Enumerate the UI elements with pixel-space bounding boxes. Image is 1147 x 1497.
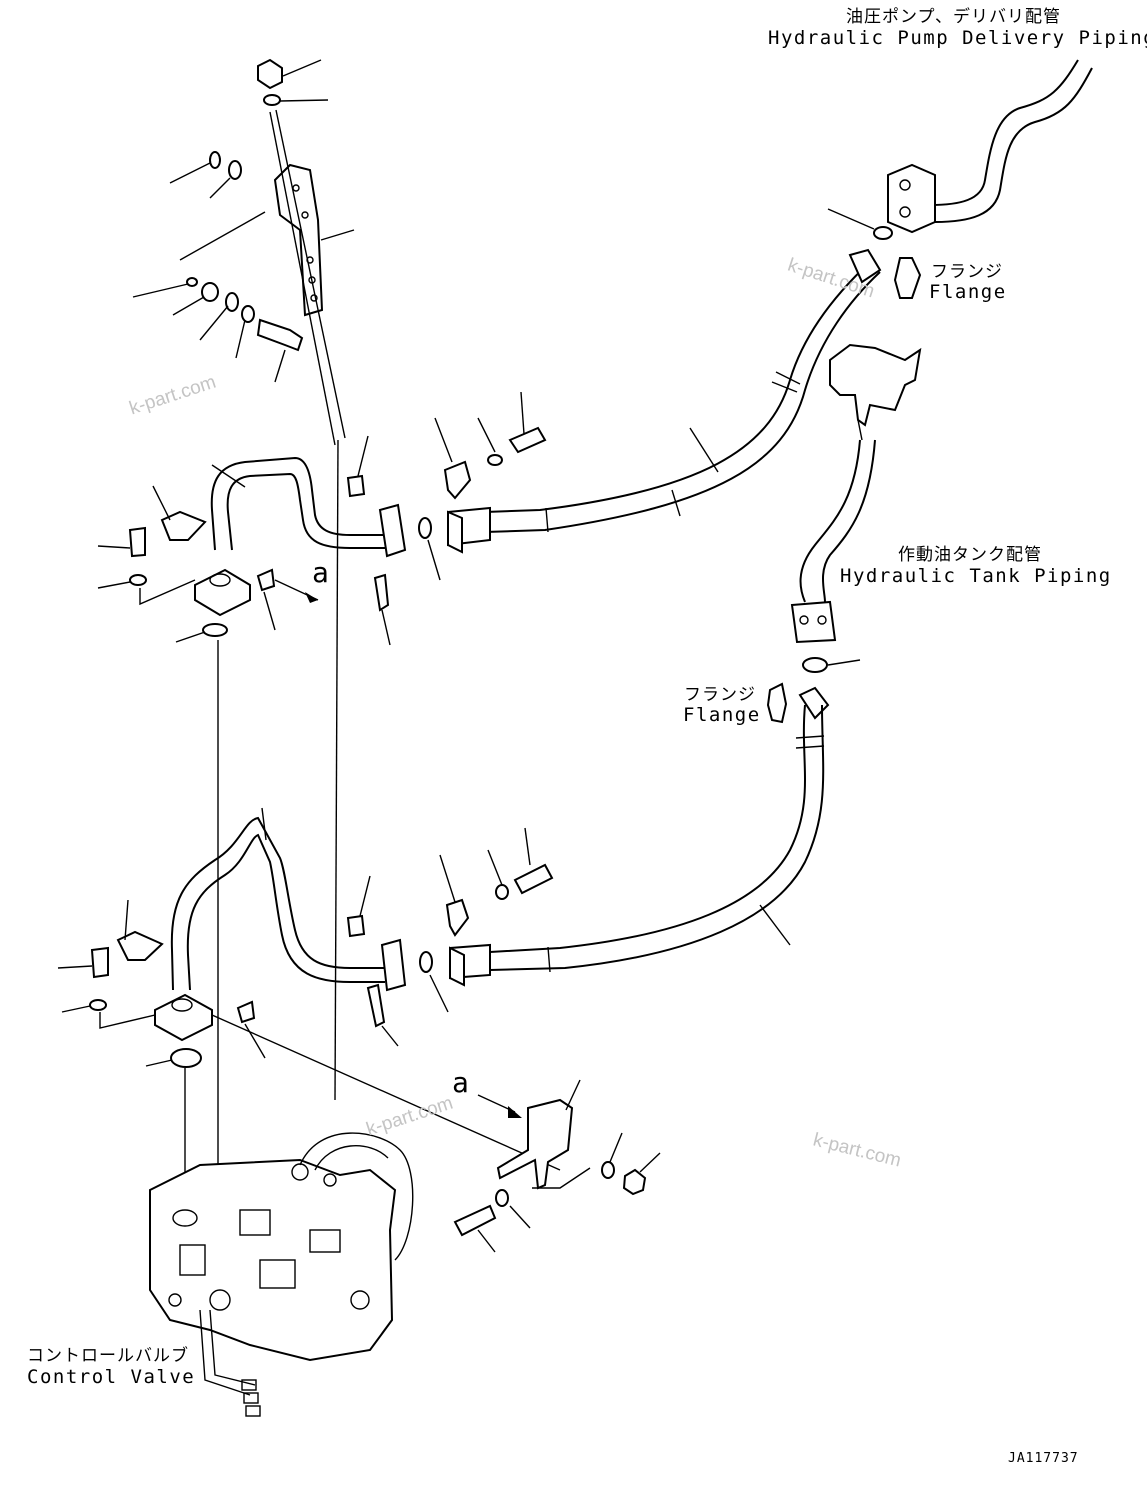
view-a-callout-upper: a	[312, 556, 329, 589]
flange-mid-label-jp: フランジ	[684, 685, 756, 705]
clip-lower	[236, 1000, 256, 1024]
bolt-lower-left	[90, 946, 109, 979]
lower-hose	[449, 686, 830, 987]
drawing-code: JA117737	[1008, 1451, 1079, 1466]
control-valve-label-jp: コントロールバルブ	[27, 1346, 189, 1366]
split-flange-mid	[766, 682, 788, 724]
u-bolt-upper	[160, 510, 207, 541]
clamp-strut-lower	[346, 914, 366, 938]
flange-top-label-en: Flange	[929, 281, 1007, 303]
clamp-lower	[445, 898, 470, 937]
washer-upper-hose	[487, 454, 503, 466]
washer-upper-left	[129, 574, 147, 586]
u-bolt-lower	[116, 930, 164, 961]
flange-mid-label-en: Flange	[683, 704, 761, 726]
tank-pipe-a	[799, 439, 861, 603]
bracket-top	[132, 58, 355, 446]
tank-piping-label-jp: 作動油タンク配管	[898, 545, 1042, 565]
o-ring-lower-tube	[170, 1048, 202, 1068]
tank-pipe-b	[822, 439, 876, 603]
tank-piping-label-en: Hydraulic Tank Piping	[840, 565, 1112, 587]
split-flange-top	[893, 257, 922, 299]
clip-strut-lower	[366, 983, 386, 1028]
bolt-lower-hose	[513, 863, 554, 895]
pump-delivery-label-jp: 油圧ポンプ、デリバリ配管	[846, 7, 1061, 27]
o-ring-upper-tube	[202, 623, 228, 637]
view-a-callout-lower: a	[452, 1066, 469, 1099]
upper-hose	[447, 248, 882, 554]
o-ring-top-right	[873, 226, 893, 240]
control-valve-label-en: Control Valve	[27, 1366, 196, 1388]
bolt-upper-left	[128, 526, 146, 558]
lower-tube	[154, 816, 407, 1042]
bracket-a	[453, 1079, 661, 1253]
clamp-upper	[443, 460, 472, 500]
o-ring-upper-hose	[418, 517, 432, 539]
clip-strut-upper	[373, 573, 390, 612]
pump-delivery-pipe	[887, 59, 1093, 234]
washer-lower-left	[89, 999, 107, 1011]
washer-lower-hose	[495, 884, 509, 900]
tank-flange	[790, 600, 837, 644]
o-ring-tank	[802, 657, 828, 673]
clamp-strut-upper	[346, 474, 366, 498]
control-valve	[149, 1132, 414, 1417]
pump-delivery-label-en: Hydraulic Pump Delivery Piping	[768, 27, 1147, 49]
flange-top-label-jp: フランジ	[931, 262, 1003, 282]
clip-upper	[256, 568, 276, 592]
o-ring-lower-hose	[419, 951, 433, 973]
upper-tube	[194, 456, 407, 617]
bolt-upper-hose	[508, 426, 547, 454]
tank-bracket	[829, 343, 922, 441]
